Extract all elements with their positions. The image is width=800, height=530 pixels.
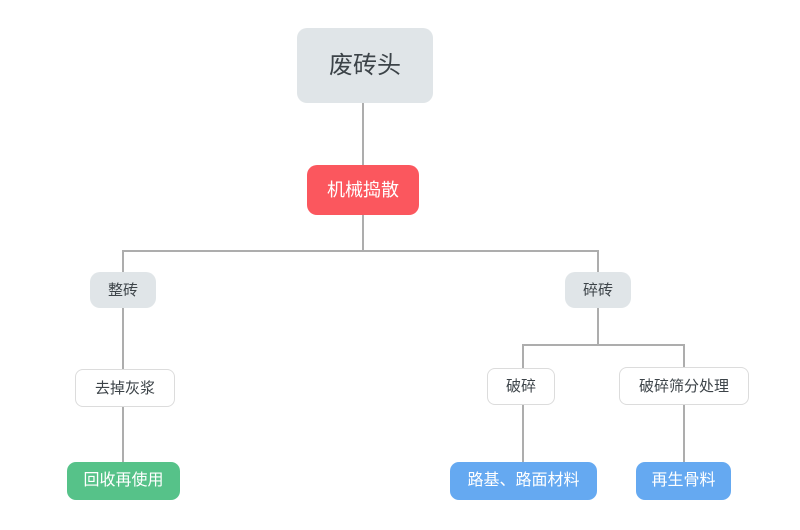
node-crush-screening[interactable]: 破碎筛分处理	[619, 367, 749, 405]
connector-drop-crush-screening	[683, 344, 685, 368]
connector-mortar-to-reuse	[122, 407, 124, 462]
connector-process-down	[362, 215, 364, 251]
connector-root-to-process	[362, 103, 364, 165]
connector-drop-crush	[522, 344, 524, 368]
node-crush[interactable]: 破碎	[487, 368, 555, 405]
node-road-materials[interactable]: 路基、路面材料	[450, 462, 597, 500]
node-remove-mortar[interactable]: 去掉灰浆	[75, 369, 175, 407]
node-mechanical-breakup[interactable]: 机械捣散	[307, 165, 419, 215]
connector-whole-to-mortar	[122, 308, 124, 369]
node-waste-brick[interactable]: 废砖头	[297, 28, 433, 103]
connector-screening-to-aggregate	[683, 405, 685, 462]
connector-branch-horizontal-1	[122, 250, 599, 252]
connector-broken-down	[597, 308, 599, 345]
node-recycled-aggregate[interactable]: 再生骨料	[636, 462, 731, 500]
node-broken-brick[interactable]: 碎砖	[565, 272, 631, 308]
connector-drop-broken-brick	[597, 250, 599, 273]
node-recycle-reuse[interactable]: 回收再使用	[67, 462, 180, 500]
connector-drop-whole-brick	[122, 250, 124, 273]
connector-crush-to-road	[522, 405, 524, 462]
node-whole-brick[interactable]: 整砖	[90, 272, 156, 308]
connector-branch-horizontal-2	[522, 344, 685, 346]
